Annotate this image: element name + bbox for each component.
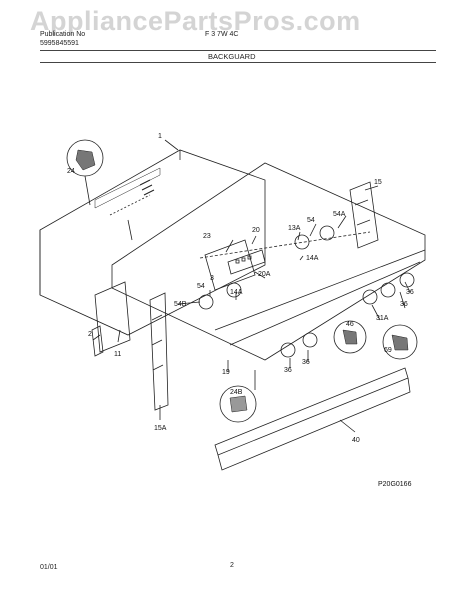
callout-20a: 20A bbox=[258, 271, 271, 278]
callout-2: 2 bbox=[88, 331, 92, 338]
callout-69: 69 bbox=[384, 347, 392, 354]
callout-40: 40 bbox=[352, 437, 360, 444]
electronic-control bbox=[204, 239, 266, 291]
callout-54a: 54A bbox=[333, 211, 346, 218]
callout-24: 24 bbox=[67, 168, 75, 175]
callout-46: 46 bbox=[346, 321, 354, 328]
callout-15a: 15A bbox=[154, 425, 167, 432]
callout-36-d: 36 bbox=[406, 289, 414, 296]
callout-14a-mid: 14A bbox=[230, 289, 243, 296]
callout-36-a: 36 bbox=[284, 367, 292, 374]
detail-circle-69 bbox=[382, 324, 418, 360]
detail-circle-24b bbox=[219, 385, 257, 423]
watermark-logo: AppliancePartsPros.com bbox=[30, 6, 361, 36]
trim-strip bbox=[214, 367, 411, 471]
callout-54-b: 54 bbox=[197, 283, 205, 290]
callout-24b: 24B bbox=[230, 389, 243, 396]
callout-19: 19 bbox=[222, 369, 230, 376]
callout-1: 1 bbox=[158, 133, 162, 140]
header-rule-bottom bbox=[40, 62, 436, 63]
control-knobs bbox=[198, 225, 415, 358]
publication-number: 5995845591 bbox=[40, 40, 79, 47]
callout-36-c: 36 bbox=[400, 301, 408, 308]
publication-label: Publication No bbox=[40, 31, 86, 38]
rear-shroud bbox=[39, 149, 266, 336]
header-rule-top bbox=[40, 50, 436, 51]
left-end-bracket bbox=[91, 281, 131, 357]
drawing-code: P20G0166 bbox=[378, 481, 412, 488]
callout-15: 15 bbox=[374, 179, 382, 186]
side-bracket-15a bbox=[149, 292, 169, 411]
detail-circle-46 bbox=[333, 320, 367, 354]
callout-14a-top: 14A bbox=[306, 255, 319, 262]
callout-3: 3 bbox=[210, 275, 214, 282]
callout-36-b: 36 bbox=[302, 359, 310, 366]
control-panel bbox=[111, 162, 426, 361]
side-bracket-15 bbox=[349, 181, 379, 249]
section-title: BACKGUARD bbox=[208, 52, 256, 61]
footer-page: 2 bbox=[230, 562, 234, 569]
callout-20: 20 bbox=[252, 227, 260, 234]
footer-date: 01/01 bbox=[40, 564, 58, 571]
callout-54-a: 54 bbox=[307, 217, 315, 224]
callout-31a: 31A bbox=[376, 315, 389, 322]
callout-54b: 54B bbox=[174, 301, 187, 308]
model-number: F 3 7W 4C bbox=[205, 31, 239, 38]
callout-23: 23 bbox=[203, 233, 211, 240]
callout-13a: 13A bbox=[288, 225, 301, 232]
callout-labels: 1 24 2 11 15A 19 24B 36 36 40 46 31A 69 … bbox=[67, 133, 414, 444]
callout-11: 11 bbox=[114, 351, 121, 358]
